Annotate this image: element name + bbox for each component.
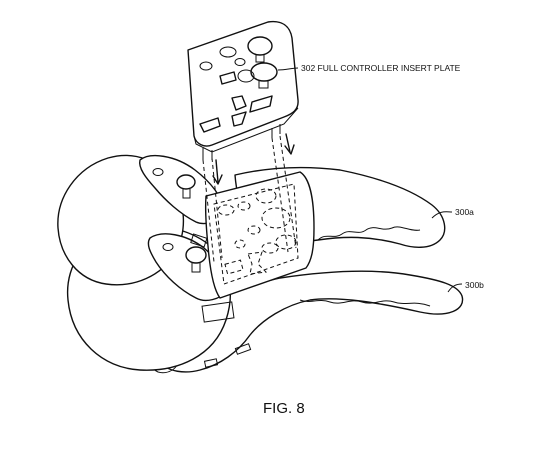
- plate-label: 302 FULL CONTROLLER INSERT PLATE: [301, 63, 461, 73]
- controller-a-label: 300a: [455, 207, 474, 217]
- figure-caption: FIG. 8: [263, 400, 305, 417]
- insert-housing: [204, 171, 315, 299]
- leader-lines: [277, 67, 463, 293]
- insertion-guides: [202, 133, 297, 263]
- insert-plate-302: [187, 20, 299, 160]
- controller-necks: [139, 154, 235, 323]
- controller-b-label: 300b: [465, 280, 484, 290]
